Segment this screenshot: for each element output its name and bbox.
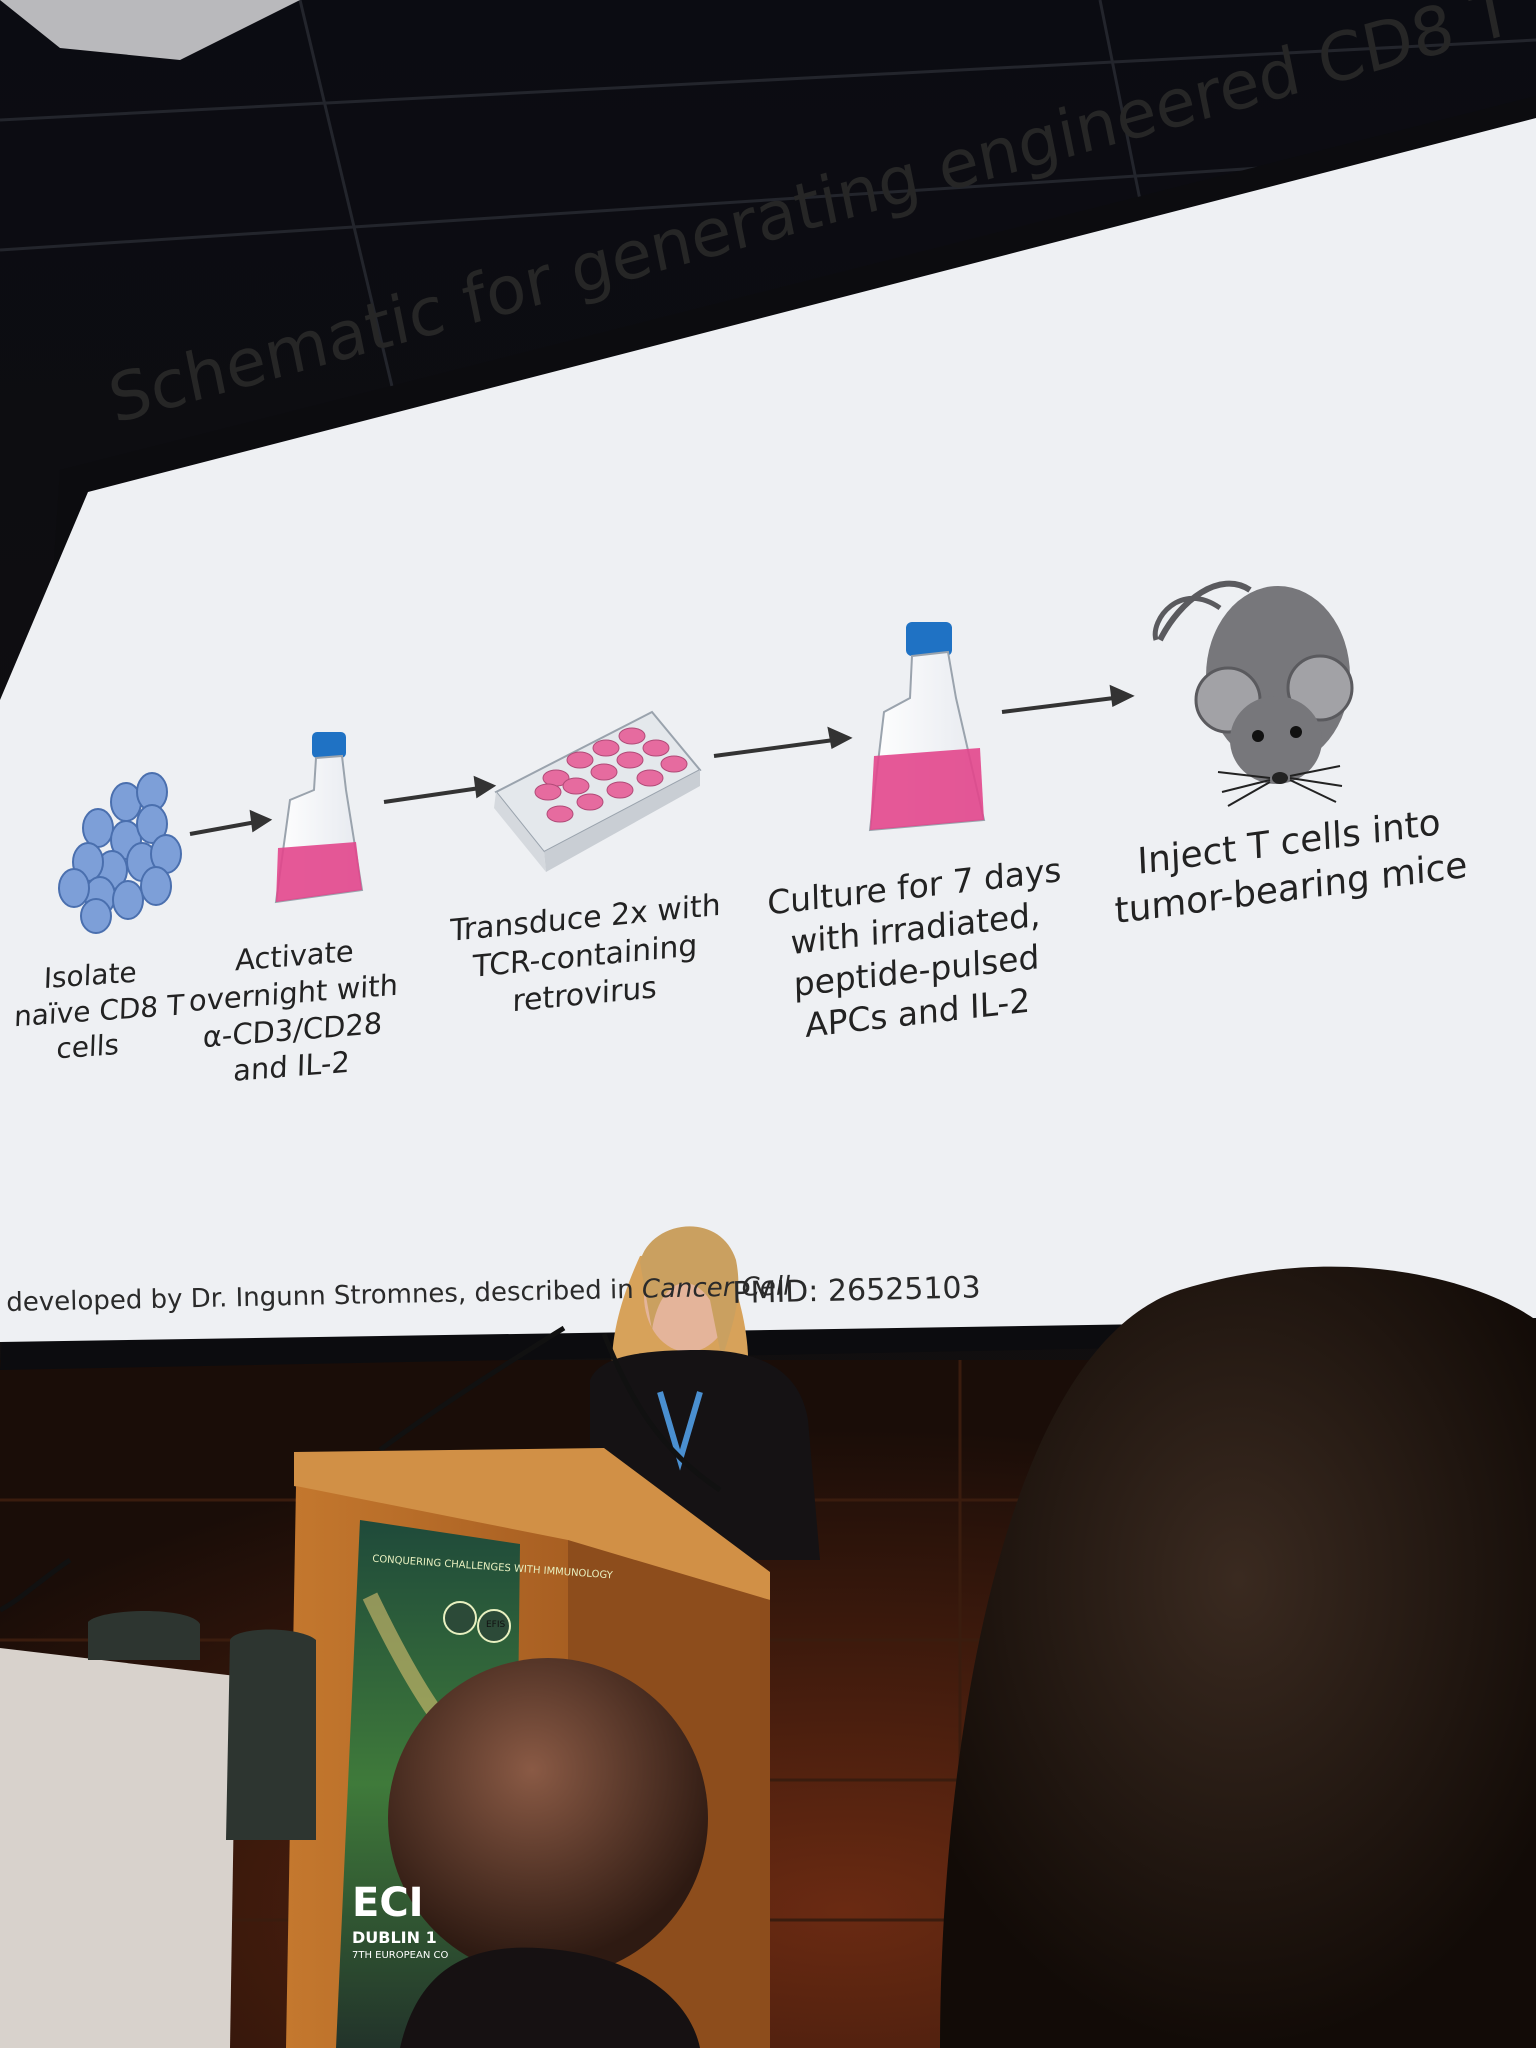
chair: [88, 1611, 200, 1660]
naive-cd8-cells-icon: [58, 772, 182, 934]
audience-head-bald: [388, 1658, 708, 1978]
microphones: [0, 1325, 722, 1613]
transduction-well-plate-icon: [494, 710, 702, 872]
tumor-bearing-mouse-icon: [1152, 580, 1354, 807]
audience-shoulders: [400, 1947, 700, 2048]
slide-surface: [0, 118, 1536, 1342]
activation-flask-icon: [274, 732, 364, 904]
ceiling-panel: [0, 0, 300, 60]
flow-arrows: [189, 684, 1135, 836]
audience-head-foreground: [940, 1266, 1536, 2048]
culture-flask-icon: [868, 622, 986, 832]
chair: [226, 1629, 316, 1840]
side-table: [0, 1648, 236, 2048]
